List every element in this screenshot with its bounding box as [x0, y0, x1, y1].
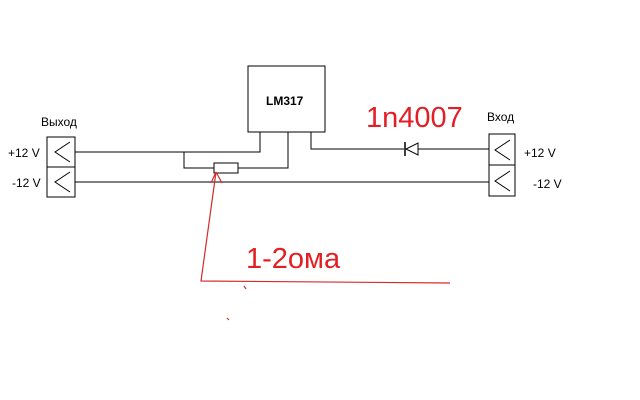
- ic-label: LM317: [266, 94, 304, 108]
- resistor-symbol: [213, 162, 239, 174]
- diode-icon: [404, 142, 419, 156]
- diode-label: 1n4007: [366, 102, 463, 134]
- input-minus-terminal-icon: [494, 170, 511, 192]
- output-plus-label: +12 V: [8, 146, 40, 160]
- input-minus-label: -12 V: [533, 177, 562, 191]
- resistor-label: 1-2ома: [246, 243, 341, 275]
- input-terminal-block: [488, 133, 516, 197]
- resistor-callout: [200, 171, 451, 321]
- input-title: Вход: [487, 110, 514, 124]
- output-minus-label: -12 V: [12, 176, 41, 190]
- output-minus-terminal-icon: [54, 171, 71, 193]
- lm317-chip: [247, 65, 326, 133]
- input-plus-label: +12 V: [524, 146, 556, 160]
- wires: [75, 132, 489, 183]
- output-title: Выход: [41, 115, 77, 129]
- output-plus-terminal-icon: [54, 141, 71, 163]
- input-plus-terminal-icon: [494, 139, 511, 161]
- output-terminal-block: [46, 136, 76, 198]
